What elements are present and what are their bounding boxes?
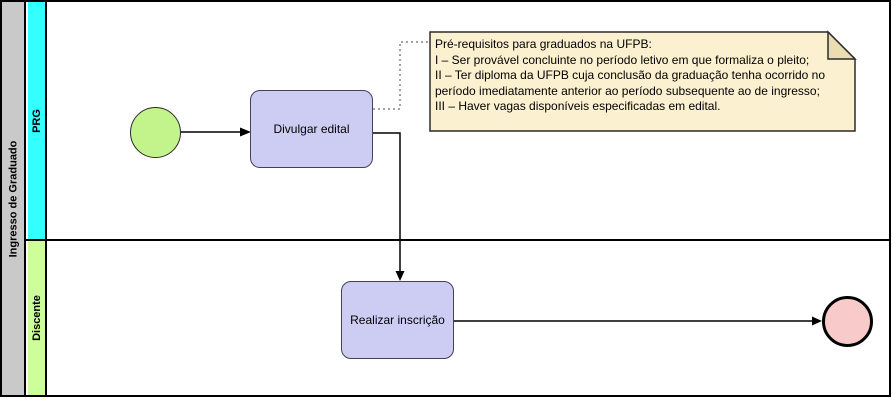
note-line: Pré-requisitos para graduados na UFPB: xyxy=(435,37,652,51)
pool-header[interactable]: Ingresso de Graduado xyxy=(2,2,26,395)
task-label: Realizar inscrição xyxy=(350,313,445,327)
note-line: período imediatamente anterior ao períod… xyxy=(435,83,820,98)
lane-prg-label: PRG xyxy=(30,109,43,133)
lane-prg[interactable]: PRG xyxy=(28,2,47,240)
end-event-circle[interactable] xyxy=(822,296,873,347)
note-line: I – Ser provável concluinte no período l… xyxy=(435,52,810,67)
lane-discente-label: Discente xyxy=(30,294,43,341)
annotation-note[interactable]: Pré-requisitos para graduados na UFPB: I… xyxy=(435,37,849,115)
lane-divider xyxy=(26,239,889,241)
lane-discente[interactable]: Discente xyxy=(28,240,47,395)
task-label: Divulgar edital xyxy=(273,122,350,136)
task-divulgar-edital[interactable]: Divulgar edital xyxy=(250,90,373,168)
start-event-circle[interactable] xyxy=(130,107,181,158)
pool-label: Ingresso de Graduado xyxy=(7,140,19,257)
task-realizar-inscricao[interactable]: Realizar inscrição xyxy=(341,281,454,359)
note-line: III – Haver vagas disponíveis especifica… xyxy=(435,99,721,114)
note-line: II – Ter diploma da UFPB cuja conclusão … xyxy=(435,68,826,83)
